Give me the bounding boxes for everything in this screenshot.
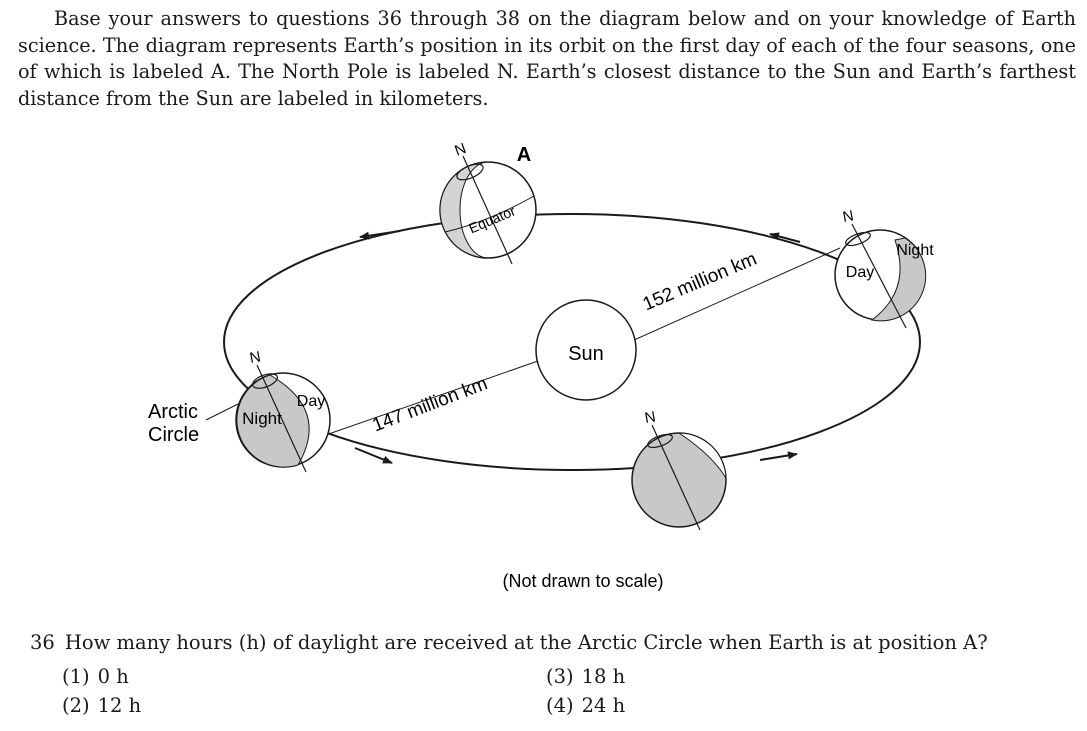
earth-left-night-side	[236, 374, 310, 468]
earth-a-axis	[462, 155, 513, 265]
arctic-label-line1: Arctic	[148, 401, 198, 423]
not-to-scale-note: (Not drawn to scale)	[502, 571, 663, 591]
earth-right-night-side	[870, 237, 927, 322]
sun-circle	[535, 299, 637, 401]
earth-right-north-label: N	[841, 207, 855, 226]
sun: Sun	[535, 299, 637, 401]
position-a-label: A	[517, 144, 531, 166]
earth-a-equator-line	[444, 195, 535, 233]
option-text: 12 h	[97, 694, 142, 717]
question-36: 36 How many hours (h) of daylight are rec…	[30, 631, 988, 654]
earth-bottom-axis	[651, 424, 701, 531]
answer-option-4[interactable]: (4) 24 h	[546, 694, 625, 717]
earth-right-day-label: Day	[846, 264, 874, 281]
earth-bottom-day-sliver	[677, 432, 727, 479]
option-number: (4)	[546, 694, 574, 717]
arctic-label-line2: Circle	[148, 424, 199, 446]
arctic-circle-pointer	[205, 403, 239, 421]
farthest-distance-label: 152 million km	[640, 249, 760, 316]
earth-left-north-label: N	[248, 348, 262, 367]
option-text: 18 h	[581, 665, 626, 688]
earth-left: N Night Day Arctic Circle	[148, 348, 331, 473]
earth-left-axis	[256, 364, 307, 473]
option-text: 24 h	[581, 694, 626, 717]
question-number: 36	[30, 631, 55, 654]
answer-option-3[interactable]: (3) 18 h	[546, 665, 625, 688]
earth-a-north-label: N	[452, 140, 468, 160]
orbit-arrow-bottom-right	[759, 451, 798, 461]
closest-distance-line	[319, 360, 539, 438]
orbit-path	[223, 213, 921, 471]
earth-right-night-label: Night	[896, 242, 934, 259]
answer-option-2[interactable]: (2) 12 h	[62, 694, 141, 717]
earth-bottom-north-label: N	[643, 408, 657, 427]
option-number: (2)	[62, 694, 90, 717]
orbit-arrow-bottom-left	[354, 447, 393, 464]
option-text: 0 h	[97, 665, 129, 688]
question-text: How many hours (h) of daylight are recei…	[64, 631, 988, 654]
earth-position-a: Equator N A	[439, 140, 537, 265]
earth-bottom: N	[631, 408, 727, 531]
earth-right-arctic-circle	[845, 231, 871, 247]
orbit-arrow-top-right	[769, 232, 801, 243]
answer-option-1[interactable]: (1) 0 h	[62, 665, 129, 688]
earth-a-shadow	[439, 161, 489, 259]
option-number: (3)	[546, 665, 574, 688]
farthest-distance-line	[633, 247, 841, 341]
option-number: (1)	[62, 665, 90, 688]
earth-left-day-label: Day	[297, 393, 325, 410]
closest-distance-label: 147 million km	[370, 373, 491, 436]
earth-left-night-label: Night	[242, 409, 282, 428]
intro-text: Base your answers to questions 36 throug…	[18, 7, 1076, 110]
intro-paragraph: Base your answers to questions 36 throug…	[18, 6, 1076, 112]
earth-right: N Day Night	[834, 207, 934, 329]
sun-label: Sun	[568, 343, 604, 365]
earth-right-axis	[851, 223, 907, 329]
orbit-arrow-top-left	[359, 230, 401, 240]
